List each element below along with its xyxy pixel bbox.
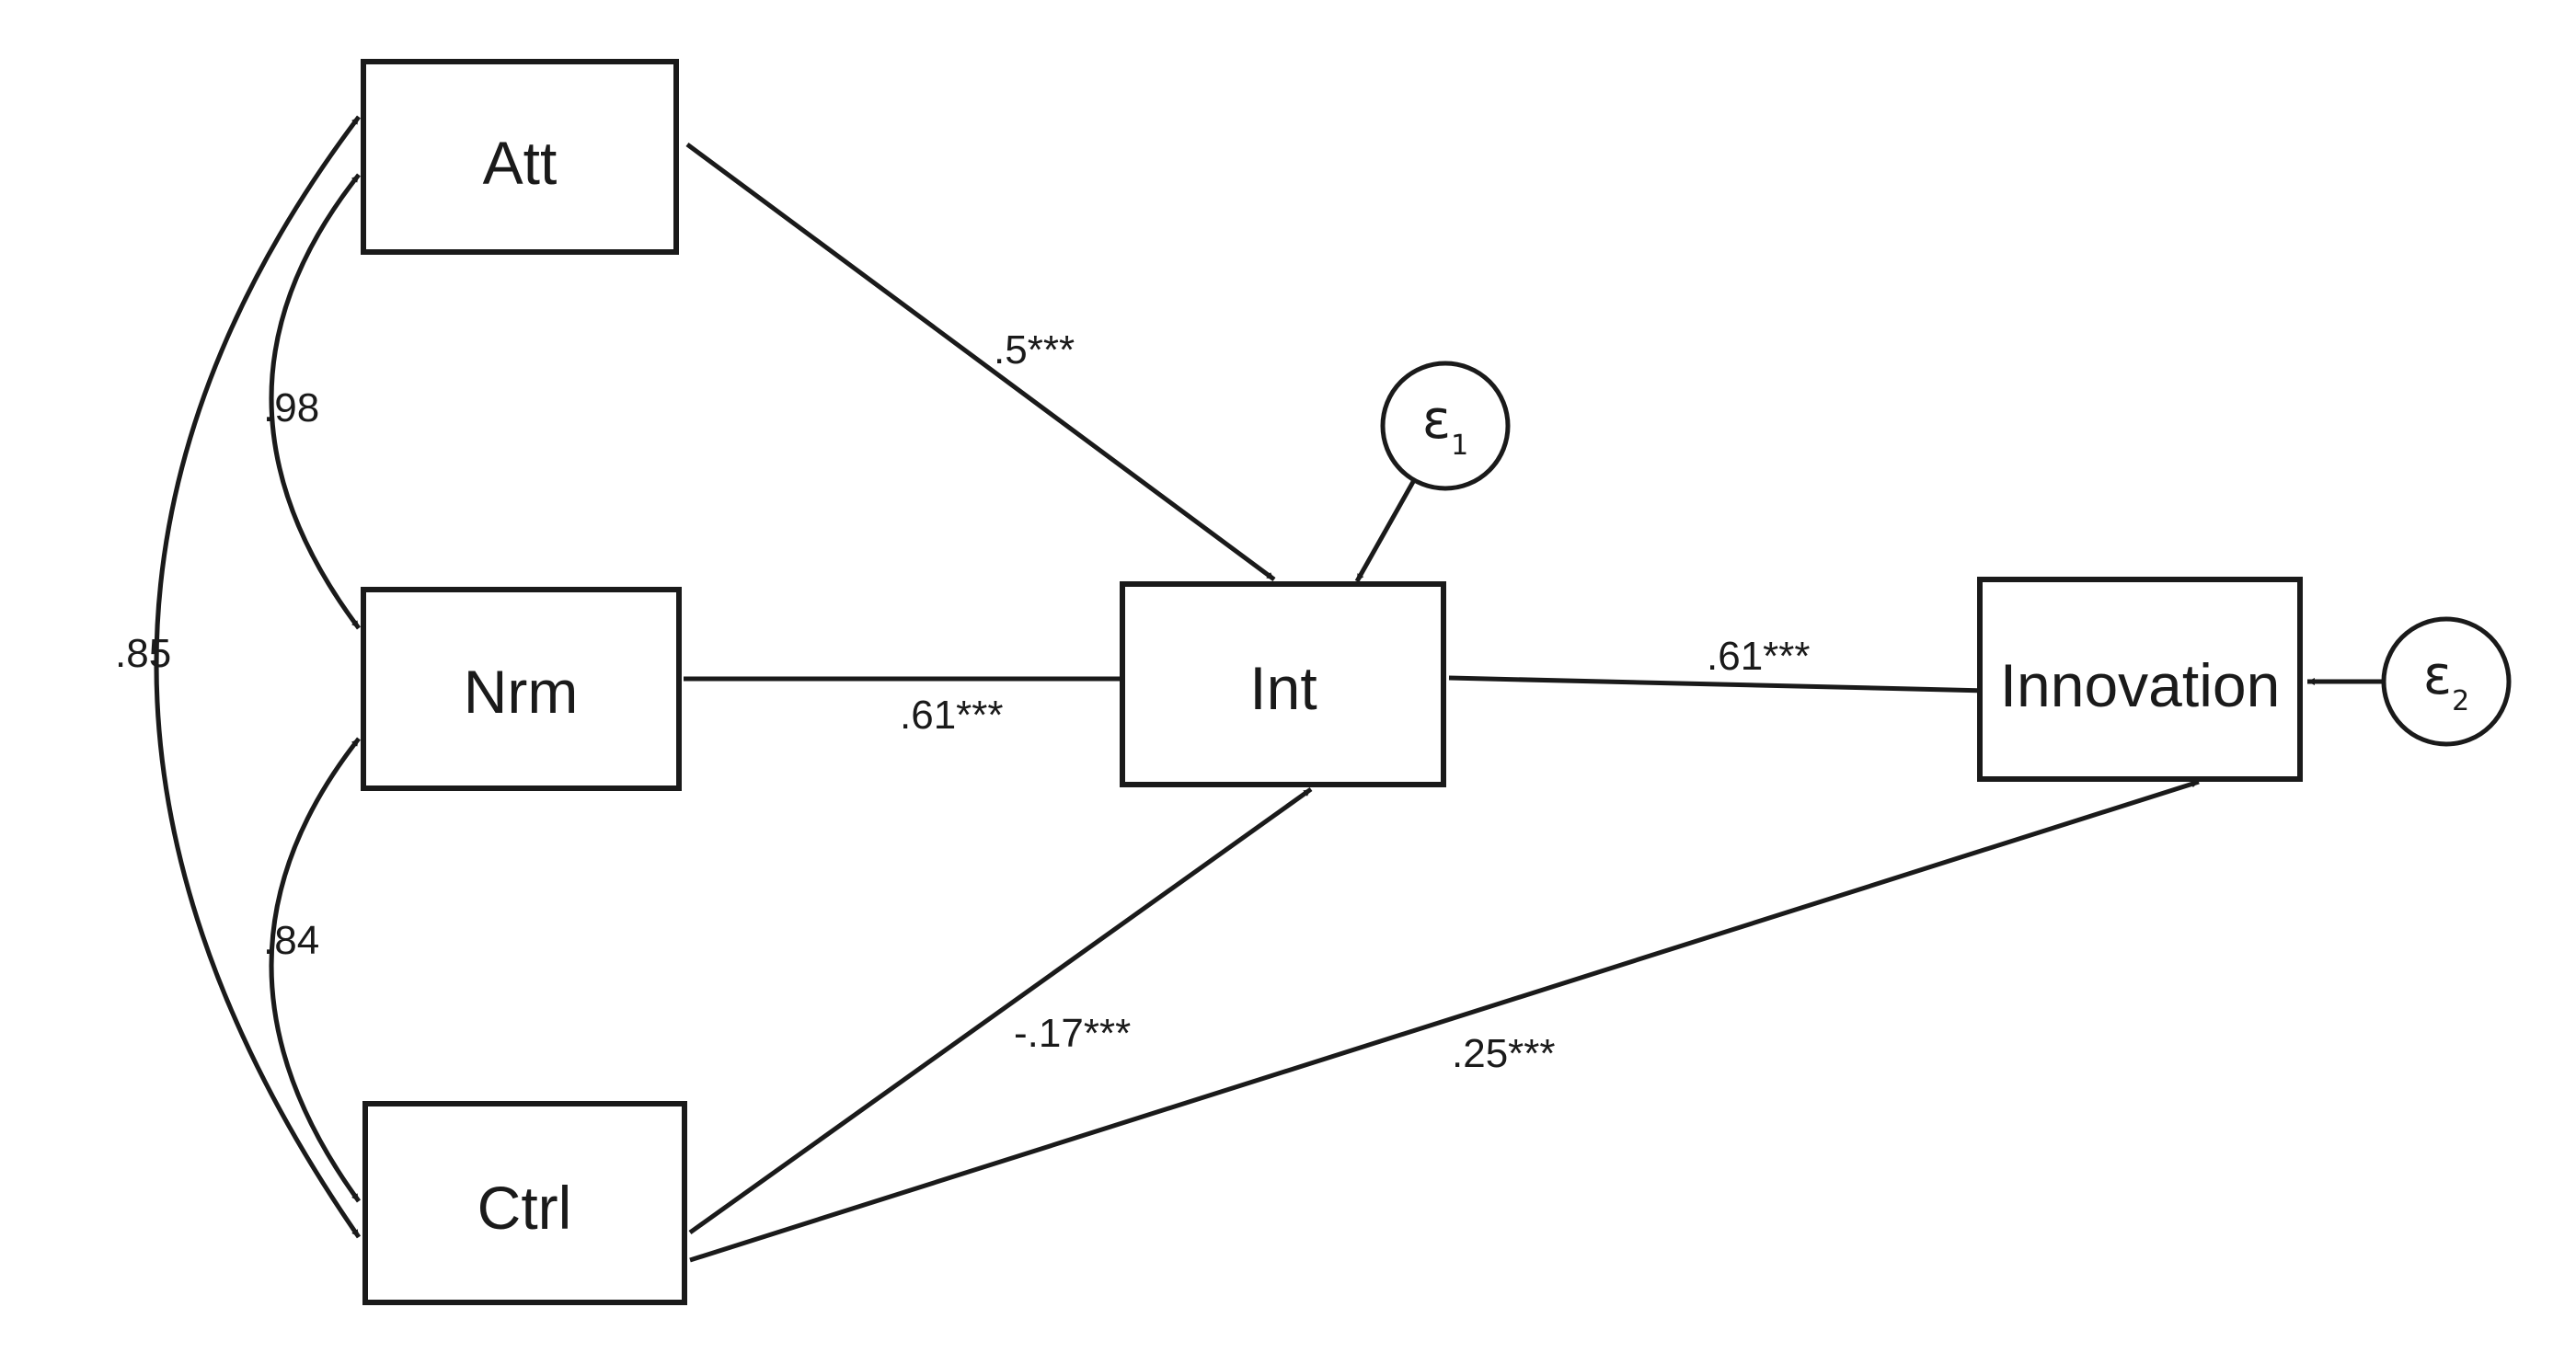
node-int: Int [1120,581,1446,787]
cov-nrm-ctrl [269,737,362,1203]
node-att: Att [361,59,679,255]
error-e2: ε2 [2381,616,2512,747]
label-nrm-int: .61*** [900,693,1004,738]
cov-att-ctrl [154,115,362,1239]
error-e2-symbol: ε [2423,644,2452,706]
edge-labels: .5*** .61*** -.17*** .61*** .25*** .98 .… [115,327,1811,1076]
error-e2-subscript: 2 [2452,685,2469,717]
label-int-innovation: .61*** [1707,634,1811,679]
svg-text:ε1: ε1 [1422,388,1468,462]
node-innovation: Innovation [1977,577,2303,782]
node-att-label: Att [483,129,558,197]
label-att-int: .5*** [994,327,1075,373]
node-nrm: Nrm [361,587,682,791]
path-ctrl-innovation [689,779,2200,1263]
path-att-int [685,142,1276,582]
label-cov-nrm-ctrl: .84 [263,918,319,963]
path-int-innovation [1448,675,1990,694]
node-nrm-label: Nrm [464,658,579,726]
error-e1-subscript: 1 [1451,430,1468,462]
node-ctrl-label: Ctrl [477,1174,572,1242]
error-e1-symbol: ε [1422,388,1451,451]
path-e1-int [1354,478,1417,583]
node-ctrl: Ctrl [362,1101,687,1305]
label-ctrl-int: -.17*** [1014,1011,1131,1056]
node-innovation-label: Innovation [2000,651,2281,719]
nodes: Att Nrm Ctrl Int Innovation ε1 [361,59,2512,1305]
label-ctrl-innovation: .25*** [1452,1031,1556,1076]
edges [154,115,2383,1263]
path-ctrl-int [688,786,1313,1235]
label-cov-att-ctrl: .85 [115,631,171,676]
node-int-label: Int [1249,654,1317,722]
cov-att-nrm [269,173,361,630]
error-e1: ε1 [1380,361,1511,491]
svg-text:ε2: ε2 [2423,644,2469,717]
label-cov-att-nrm: .98 [263,385,319,430]
